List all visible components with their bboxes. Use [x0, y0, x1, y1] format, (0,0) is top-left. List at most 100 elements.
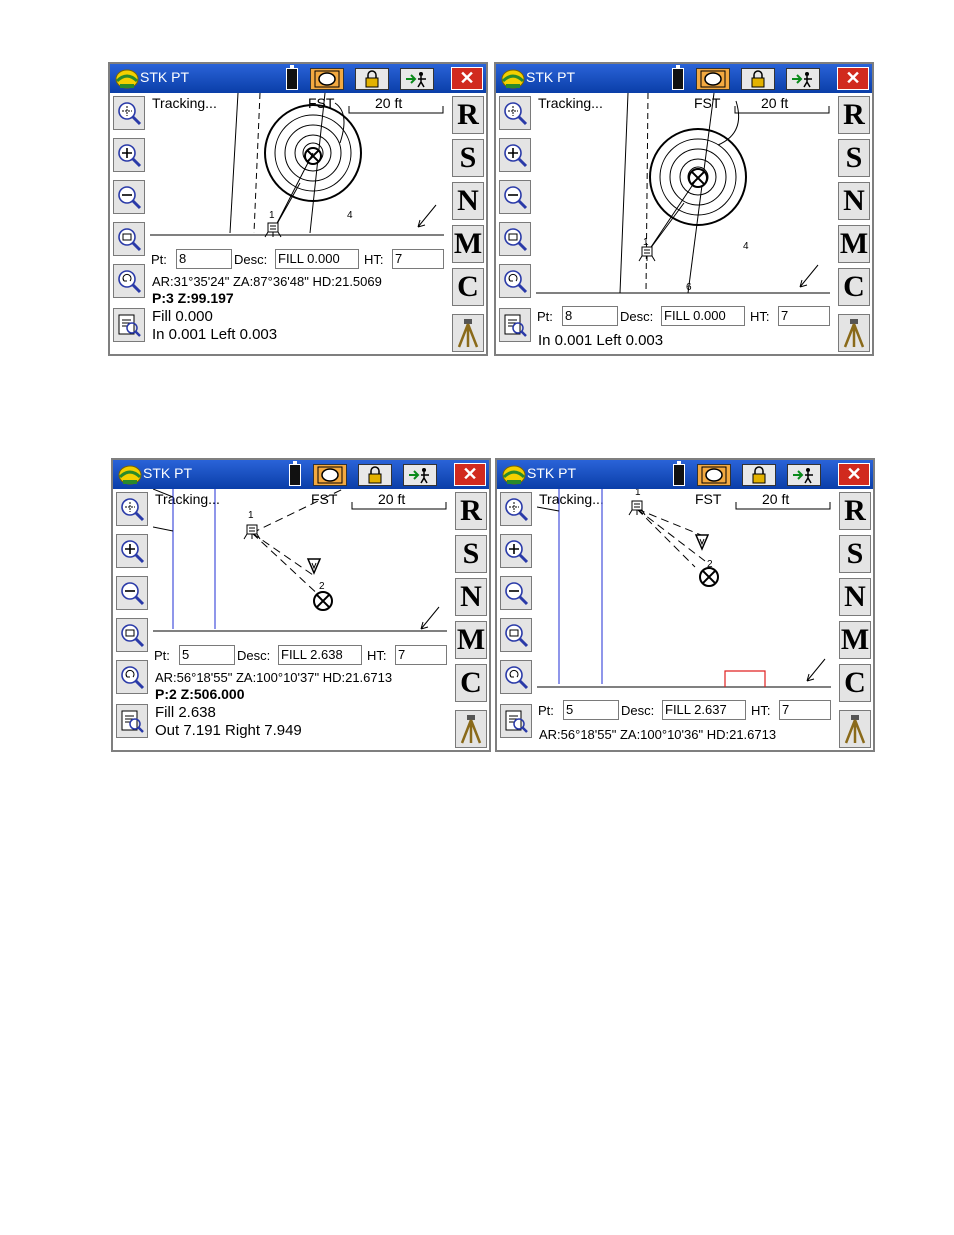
desc-input[interactable]: FILL 0.000: [275, 249, 359, 269]
map-scale: 20 ft: [761, 95, 789, 111]
exit-button[interactable]: [400, 68, 434, 90]
zoom-extents-button[interactable]: [500, 492, 532, 526]
zoom-out-button[interactable]: [116, 576, 148, 610]
zoom-window-button[interactable]: [500, 618, 532, 652]
tripod-button[interactable]: [455, 710, 487, 748]
close-button[interactable]: ✕: [838, 463, 870, 486]
tripod-button[interactable]: [452, 314, 484, 352]
s-button[interactable]: S: [838, 139, 870, 177]
m-button[interactable]: M: [452, 225, 484, 263]
r-button[interactable]: R: [455, 492, 487, 530]
report-button[interactable]: [116, 704, 148, 738]
zoom-in-button[interactable]: [499, 138, 531, 172]
c-button[interactable]: C: [455, 664, 487, 702]
zoom-extents-button[interactable]: [116, 492, 148, 526]
zoom-previous-button[interactable]: [499, 264, 531, 298]
lock-button[interactable]: [358, 464, 392, 486]
point-label: 4: [743, 241, 749, 252]
target-button[interactable]: [313, 464, 347, 486]
pt-input[interactable]: 8: [562, 306, 618, 326]
zoom-previous-button[interactable]: [500, 660, 532, 694]
s-button[interactable]: S: [452, 139, 484, 177]
map-view[interactable]: 12: [153, 489, 447, 739]
zoom-window-button[interactable]: [499, 222, 531, 256]
m-button[interactable]: M: [455, 621, 487, 659]
exit-icon: [792, 72, 812, 88]
report-button[interactable]: [500, 704, 532, 738]
ht-label: HT:: [367, 648, 387, 663]
lock-button[interactable]: [741, 68, 775, 90]
zoom-in-button[interactable]: [116, 534, 148, 568]
helmet-logo-icon[interactable]: [117, 463, 143, 487]
target-button[interactable]: [310, 68, 344, 90]
title-bar: STK PT: [113, 460, 489, 489]
zoom-in-button[interactable]: [113, 138, 145, 172]
exit-button[interactable]: [786, 68, 820, 90]
desc-input[interactable]: FILL 0.000: [661, 306, 745, 326]
desc-input[interactable]: FILL 2.637: [662, 700, 746, 720]
s-button[interactable]: S: [839, 535, 871, 573]
zoom-out-button[interactable]: [499, 180, 531, 214]
map-view[interactable]: 12: [537, 489, 831, 739]
n-button[interactable]: N: [452, 182, 484, 220]
close-button[interactable]: ✕: [837, 67, 869, 90]
exit-button[interactable]: [787, 464, 821, 486]
helmet-logo-icon[interactable]: [500, 67, 526, 91]
tripod-button[interactable]: [838, 314, 870, 352]
c-button[interactable]: C: [838, 268, 870, 306]
zoom-in-icon: [504, 144, 528, 168]
zoom-extents-button[interactable]: [113, 96, 145, 130]
r-button[interactable]: R: [838, 96, 870, 134]
lock-button[interactable]: [355, 68, 389, 90]
ht-input[interactable]: 7: [395, 645, 447, 665]
c-button[interactable]: C: [839, 664, 871, 702]
tripod-button[interactable]: [839, 710, 871, 748]
desc-label: Desc:: [234, 252, 268, 267]
ht-input[interactable]: 7: [779, 700, 831, 720]
c-button[interactable]: C: [452, 268, 484, 306]
r-button[interactable]: R: [839, 492, 871, 530]
battery-icon: [672, 65, 684, 90]
ht-input[interactable]: 7: [392, 249, 444, 269]
r-button[interactable]: R: [452, 96, 484, 134]
close-button[interactable]: ✕: [454, 463, 486, 486]
zoom-window-icon: [118, 228, 142, 252]
tracking-status: Tracking...: [155, 491, 220, 507]
helmet-logo-icon[interactable]: [501, 463, 527, 487]
n-button[interactable]: N: [838, 182, 870, 220]
title-bar: STK PT: [496, 64, 872, 93]
pt-input[interactable]: 8: [176, 249, 232, 269]
zoom-in-button[interactable]: [500, 534, 532, 568]
m-button[interactable]: M: [839, 621, 871, 659]
n-button[interactable]: N: [455, 578, 487, 616]
desc-input[interactable]: FILL 2.638: [278, 645, 362, 665]
report-button[interactable]: [113, 308, 145, 342]
zoom-window-button[interactable]: [116, 618, 148, 652]
exit-button[interactable]: [403, 464, 437, 486]
angle-readout: AR:31°35'24" ZA:87°36'48" HD:21.5069: [152, 274, 382, 289]
zoom-extents-icon: [505, 498, 529, 522]
pt-input[interactable]: 5: [179, 645, 235, 665]
offset-readout: Out 7.191 Right 7.949: [155, 722, 302, 739]
m-button[interactable]: M: [838, 225, 870, 263]
s-button[interactable]: S: [455, 535, 487, 573]
zoom-window-button[interactable]: [113, 222, 145, 256]
zoom-extents-button[interactable]: [499, 96, 531, 130]
n-button[interactable]: N: [839, 578, 871, 616]
target-button[interactable]: [697, 464, 731, 486]
zoom-out-button[interactable]: [500, 576, 532, 610]
target-button[interactable]: [696, 68, 730, 90]
helmet-logo-icon[interactable]: [114, 67, 140, 91]
zoom-previous-button[interactable]: [113, 264, 145, 298]
report-button[interactable]: [499, 308, 531, 342]
point-label: 4: [347, 210, 353, 221]
ht-input[interactable]: 7: [778, 306, 830, 326]
close-button[interactable]: ✕: [451, 67, 483, 90]
lock-button[interactable]: [742, 464, 776, 486]
zoom-out-button[interactable]: [113, 180, 145, 214]
pt-input[interactable]: 5: [563, 700, 619, 720]
zoom-previous-button[interactable]: [116, 660, 148, 694]
exit-icon: [793, 468, 813, 484]
